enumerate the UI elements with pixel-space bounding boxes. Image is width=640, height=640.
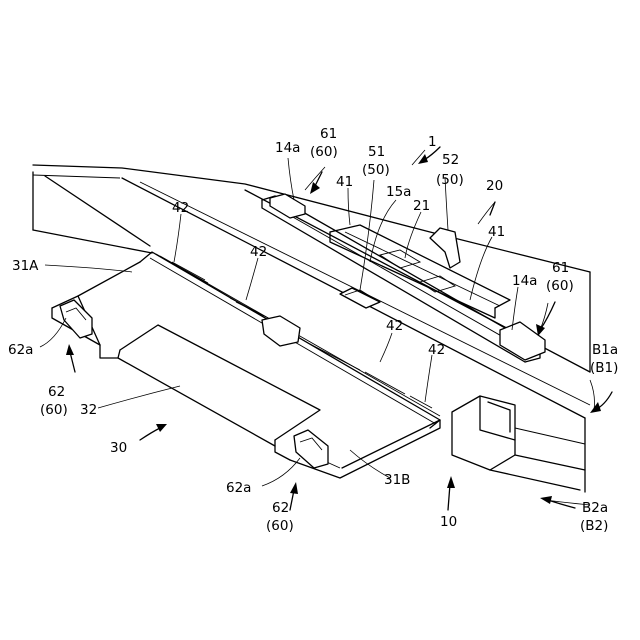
- label-ref-42-b: 42: [250, 244, 267, 260]
- label-ref-B1a: B1a: [592, 342, 618, 358]
- label-ref-60-top: (60): [310, 144, 338, 160]
- label-ref-41-right: 41: [488, 224, 505, 240]
- label-ref-62-left: 62: [48, 384, 65, 400]
- label-ref-B2: (B2): [580, 518, 608, 534]
- label-ref-20: 20: [486, 178, 503, 194]
- label-ref-62a-left: 62a: [8, 342, 33, 358]
- label-ref-62a-bottom: 62a: [226, 480, 251, 496]
- label-ref-42-a: 42: [172, 200, 189, 216]
- label-ref-62-bottom: 62: [272, 500, 289, 516]
- label-ref-32: 32: [80, 402, 97, 418]
- label-ref-61-right: 61: [552, 260, 569, 276]
- label-ref-B1: (B1): [590, 360, 618, 376]
- cover-20: [262, 194, 545, 362]
- label-ref-42-c: 42: [386, 318, 403, 334]
- label-ref-14a-top: 14a: [275, 140, 300, 156]
- label-ref-60-left: (60): [40, 402, 68, 418]
- label-ref-31B: 31B: [384, 472, 410, 488]
- label-ref-61-top: 61: [320, 126, 337, 142]
- label-ref-10: 10: [440, 514, 457, 530]
- guide-rails: [140, 252, 440, 428]
- label-ref-50-52: (50): [436, 172, 464, 188]
- label-ref-50-51: (50): [362, 162, 390, 178]
- label-ref-15a: 15a: [386, 184, 411, 200]
- label-ref-21: 21: [413, 198, 430, 214]
- label-ref-51: 51: [368, 144, 385, 160]
- label-ref-60-bottom: (60): [266, 518, 294, 534]
- label-ref-42-d: 42: [428, 342, 445, 358]
- label-ref-14a-right: 14a: [512, 273, 537, 289]
- label-ref-31A: 31A: [12, 258, 39, 274]
- label-ref-41-left: 41: [336, 174, 353, 190]
- label-ref-B2a: B2a: [582, 500, 608, 516]
- label-ref-52: 52: [442, 152, 459, 168]
- label-ref-30: 30: [110, 440, 127, 456]
- label-ref-1: 1: [428, 134, 437, 150]
- label-ref-60-right: (60): [546, 278, 574, 294]
